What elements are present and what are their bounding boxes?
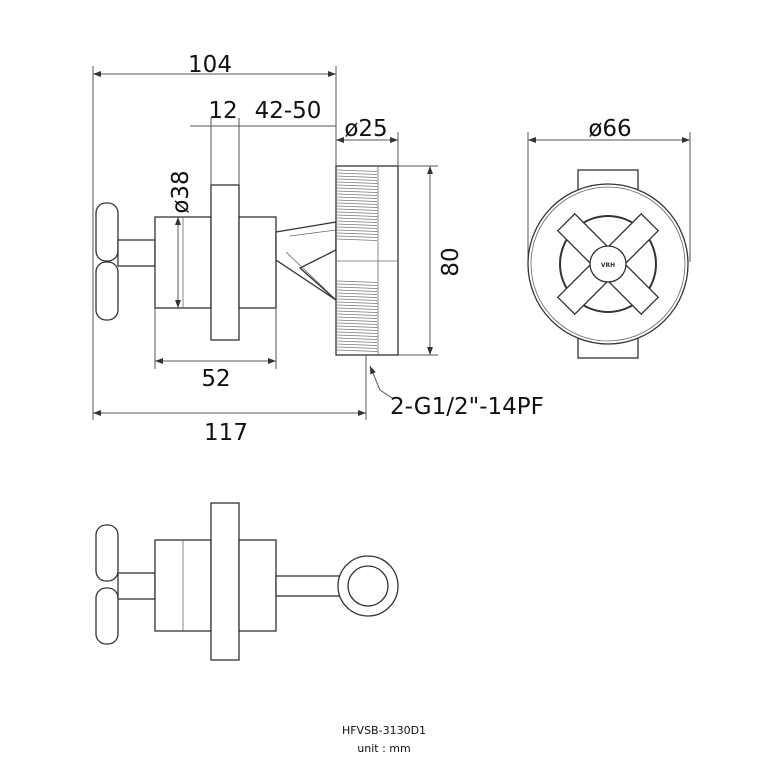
thread-line	[336, 190, 378, 193]
thread-line	[336, 331, 378, 334]
front-view: VRH	[527, 169, 689, 359]
thread-line	[336, 349, 378, 352]
thread-line	[336, 304, 378, 307]
thread-line	[336, 310, 378, 313]
thread-line	[336, 208, 378, 211]
thread-line	[336, 202, 378, 205]
thread-line	[336, 322, 378, 325]
thread-line	[336, 283, 378, 286]
thread-line	[336, 238, 378, 241]
thread-line	[336, 280, 378, 283]
side-view	[95, 165, 399, 356]
thread-line	[336, 181, 378, 184]
dim-52: 52	[201, 366, 230, 392]
thread-note: 2-G1/2"-14PF	[390, 394, 544, 420]
thread-line	[336, 316, 378, 319]
thread-line	[336, 289, 378, 292]
thread-line	[336, 229, 378, 232]
brand-logo: VRH	[601, 262, 615, 269]
unit-label: unit : mm	[357, 742, 410, 755]
thread-line	[336, 295, 378, 298]
thread-line	[336, 187, 378, 190]
thread-line	[336, 175, 378, 178]
dim-12: 12	[208, 98, 237, 124]
thread-line	[336, 346, 378, 349]
thread-line	[336, 292, 378, 295]
thread-line	[336, 172, 378, 175]
dimension-lines	[92, 66, 691, 420]
thread-line	[336, 235, 378, 238]
thread-line	[336, 193, 378, 196]
thread-line	[336, 211, 378, 214]
thread-line	[336, 337, 378, 340]
thread-line	[336, 307, 378, 310]
dim-104: 104	[188, 52, 232, 78]
thread-line	[336, 286, 378, 289]
thread-line	[336, 340, 378, 343]
thread-line	[336, 214, 378, 217]
thread-line	[336, 220, 378, 223]
dim-d25: ø25	[344, 116, 387, 142]
thread-line	[336, 184, 378, 187]
thread-line	[336, 217, 378, 220]
thread-line	[336, 325, 378, 328]
thread-line	[336, 169, 378, 172]
cross-handle	[95, 202, 156, 321]
thread-line	[336, 343, 378, 346]
dim-d38: ø38	[168, 170, 194, 213]
thread-line	[336, 301, 378, 304]
bottom-view	[95, 502, 399, 661]
thread-line	[336, 178, 378, 181]
thread-line	[336, 205, 378, 208]
thread-line	[336, 313, 378, 316]
model-number: HFVSB-3130D1	[342, 724, 426, 737]
thread-line	[336, 199, 378, 202]
thread-line	[336, 334, 378, 337]
thread-line	[336, 319, 378, 322]
thread-line	[336, 328, 378, 331]
threaded-inlet	[335, 165, 399, 356]
dim-80: 80	[438, 247, 464, 276]
dim-d66: ø66	[588, 116, 631, 142]
thread-line	[336, 196, 378, 199]
dim-117: 117	[204, 420, 248, 446]
wall-flange	[210, 184, 240, 341]
neck	[238, 216, 277, 309]
thread-line	[336, 232, 378, 235]
thread-line	[336, 298, 378, 301]
thread-line	[336, 226, 378, 229]
dim-42-50: 42-50	[255, 98, 322, 124]
thread-line	[336, 223, 378, 226]
